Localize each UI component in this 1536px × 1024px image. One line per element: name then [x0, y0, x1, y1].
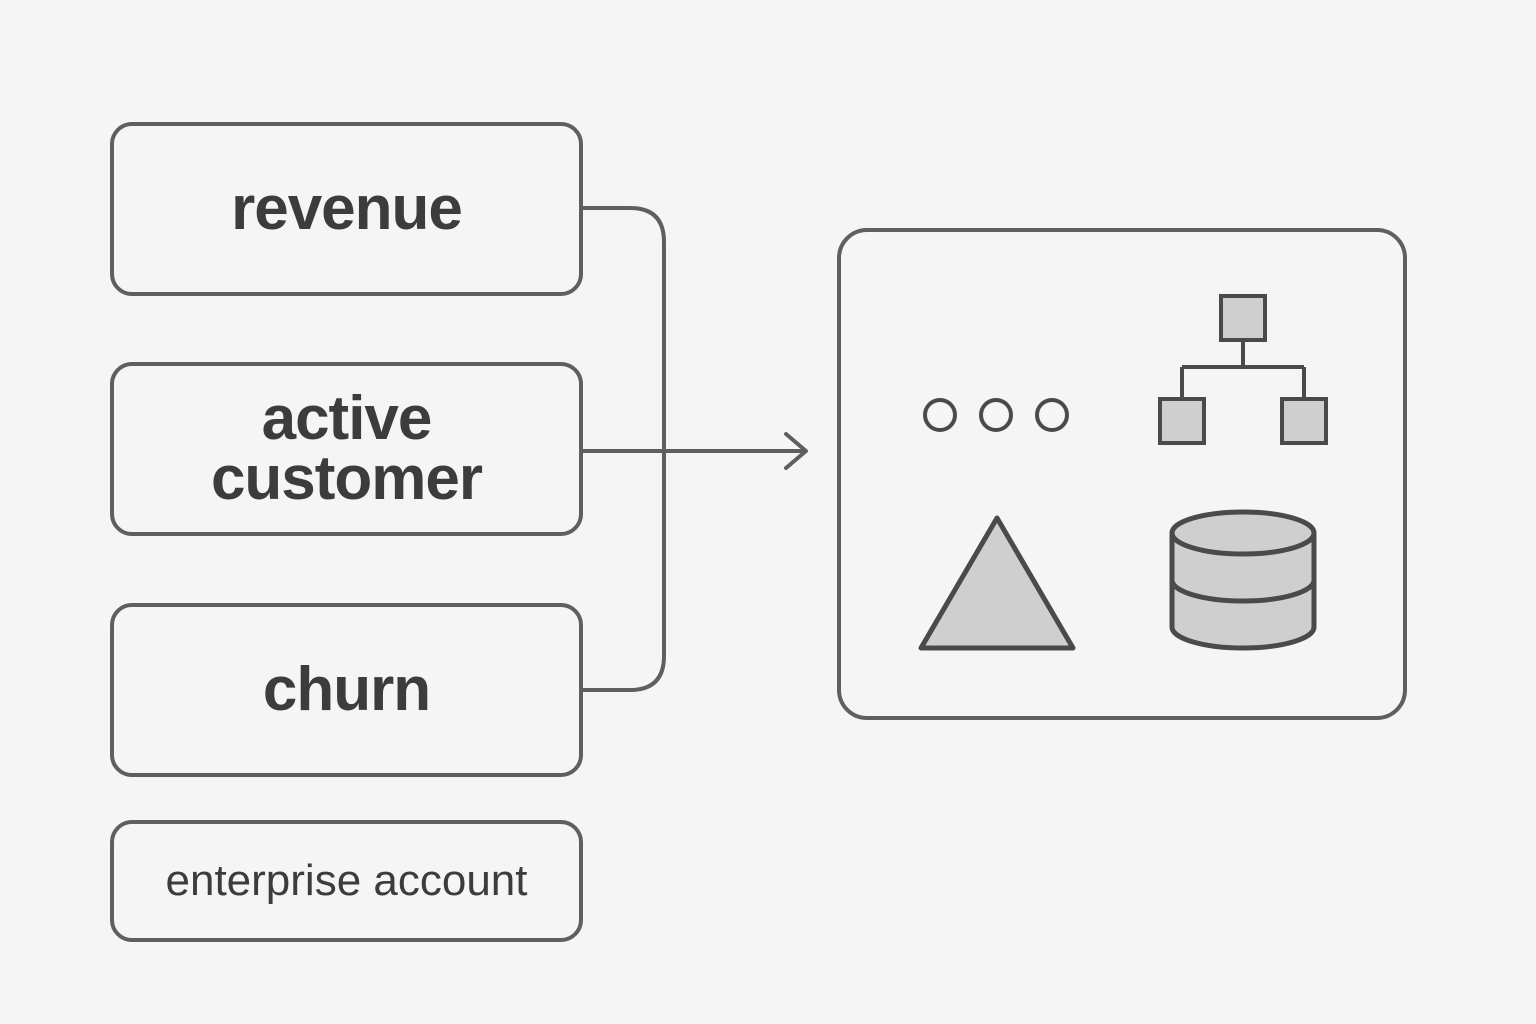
term-box-active-customer: active customer [110, 362, 583, 536]
term-label-customer: customer [210, 444, 483, 513]
term-box-revenue: revenue [110, 122, 583, 296]
triangle-icon [918, 515, 1076, 651]
term-label-revenue: revenue [231, 174, 463, 243]
term-box-enterprise-account: enterprise account [110, 820, 583, 942]
term-box-churn: churn [110, 603, 583, 777]
term-label-churn: churn [262, 655, 431, 724]
term-label-active: active [261, 384, 433, 453]
target-panel [837, 228, 1407, 720]
term-label-enterprise-account: enterprise account [165, 856, 528, 905]
hierarchy-icon [1158, 294, 1328, 445]
term-label-active-customer: active customer [211, 388, 483, 510]
arrow-head-icon [784, 432, 808, 470]
bracket-connector [583, 206, 666, 692]
three-dots-icon [923, 398, 1069, 432]
database-icon [1169, 509, 1317, 651]
